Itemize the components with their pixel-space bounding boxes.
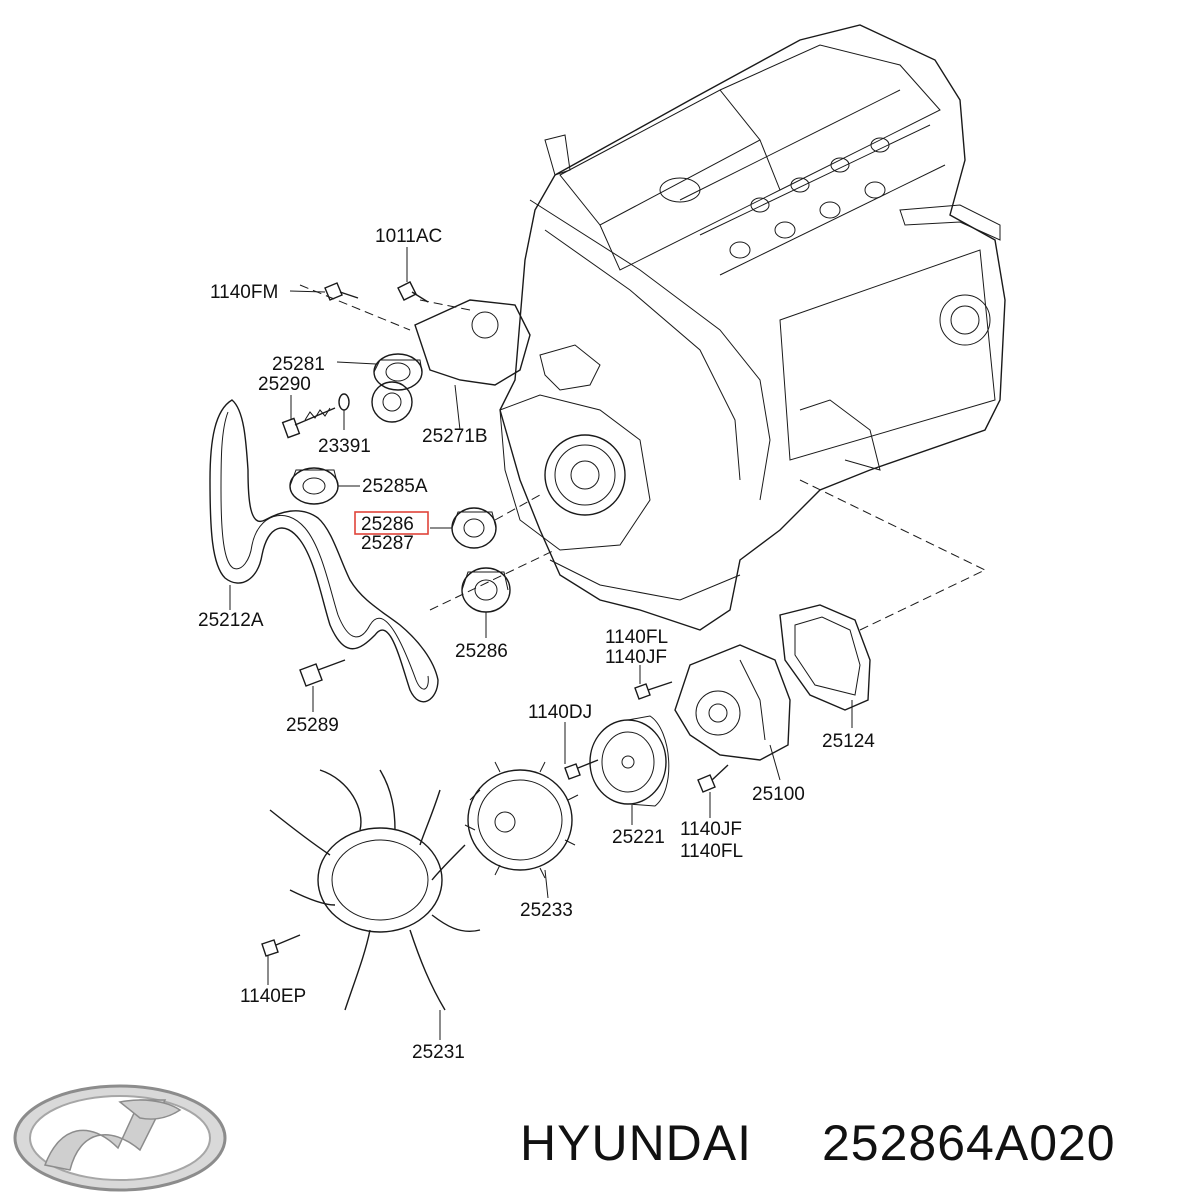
- label-25212A[interactable]: 25212A: [198, 610, 264, 631]
- water-pump-25100[interactable]: [674, 644, 791, 761]
- bolt-1140EP[interactable]: [261, 934, 301, 957]
- label-1140JF-b[interactable]: 1140JF: [680, 819, 742, 840]
- bolt-25289[interactable]: [299, 659, 346, 687]
- water-pump-pulley-25221[interactable]: [589, 715, 670, 807]
- label-1140JF[interactable]: 1140JF: [605, 647, 667, 668]
- assembly-lines: [299, 284, 986, 631]
- hyundai-logo-icon: [13, 1084, 227, 1192]
- label-25124[interactable]: 25124: [822, 731, 875, 752]
- tensioner-bolt-25290[interactable]: [281, 407, 336, 439]
- label-1140DJ[interactable]: 1140DJ: [528, 702, 592, 723]
- idler-pulley-25286-selected[interactable]: [451, 507, 497, 549]
- idler-pulley-25285A[interactable]: [289, 467, 339, 505]
- idler-pulley-25286[interactable]: [461, 567, 511, 613]
- label-25281[interactable]: 25281: [272, 354, 325, 375]
- bolt-1140FL-top[interactable]: [634, 681, 673, 700]
- label-25271B[interactable]: 25271B: [422, 426, 488, 447]
- bolt-1140FM[interactable]: [324, 282, 359, 301]
- part-labels: 1011AC 1140FM 25281 25290 23391 25271B 2…: [198, 226, 875, 1063]
- fan-clutch-25233[interactable]: [464, 761, 579, 879]
- label-25289[interactable]: 25289: [286, 715, 339, 736]
- cooling-fan-25231[interactable]: [269, 769, 481, 1011]
- label-25287[interactable]: 25287: [361, 533, 414, 554]
- label-1011AC[interactable]: 1011AC: [375, 226, 442, 247]
- label-23391[interactable]: 23391: [318, 436, 371, 457]
- tensioner-pulley-25281[interactable]: [373, 353, 423, 391]
- label-1140FL[interactable]: 1140FL: [605, 627, 668, 648]
- label-1140FM[interactable]: 1140FM: [210, 282, 278, 303]
- drive-belt-25212A[interactable]: [209, 399, 439, 703]
- gasket-25124[interactable]: [779, 604, 871, 711]
- label-25100[interactable]: 25100: [752, 784, 805, 805]
- label-25286[interactable]: 25286: [455, 641, 508, 662]
- idler-pulley-25290[interactable]: [371, 381, 413, 423]
- washer-23391[interactable]: [338, 393, 350, 411]
- label-25221[interactable]: 25221: [612, 827, 665, 848]
- part-number: 252864A020: [822, 1115, 1116, 1171]
- bolt-1140JF-bottom[interactable]: [697, 764, 729, 793]
- selected-part-highlight: [354, 511, 429, 535]
- bolt-1140DJ[interactable]: [564, 759, 599, 780]
- brand-name: HYUNDAI: [520, 1115, 752, 1171]
- label-25285A[interactable]: 25285A: [362, 476, 428, 497]
- leader-lines: [229, 247, 853, 1040]
- engine-block-drawing: [414, 24, 1006, 631]
- label-1140EP[interactable]: 1140EP: [240, 986, 306, 1007]
- label-25290[interactable]: 25290: [258, 374, 311, 395]
- label-25233[interactable]: 25233: [520, 900, 573, 921]
- label-25231[interactable]: 25231: [412, 1042, 465, 1063]
- label-25286-selected[interactable]: 25286: [361, 514, 414, 535]
- bolt-1011AC[interactable]: [397, 281, 429, 303]
- label-1140FL-b[interactable]: 1140FL: [680, 841, 743, 862]
